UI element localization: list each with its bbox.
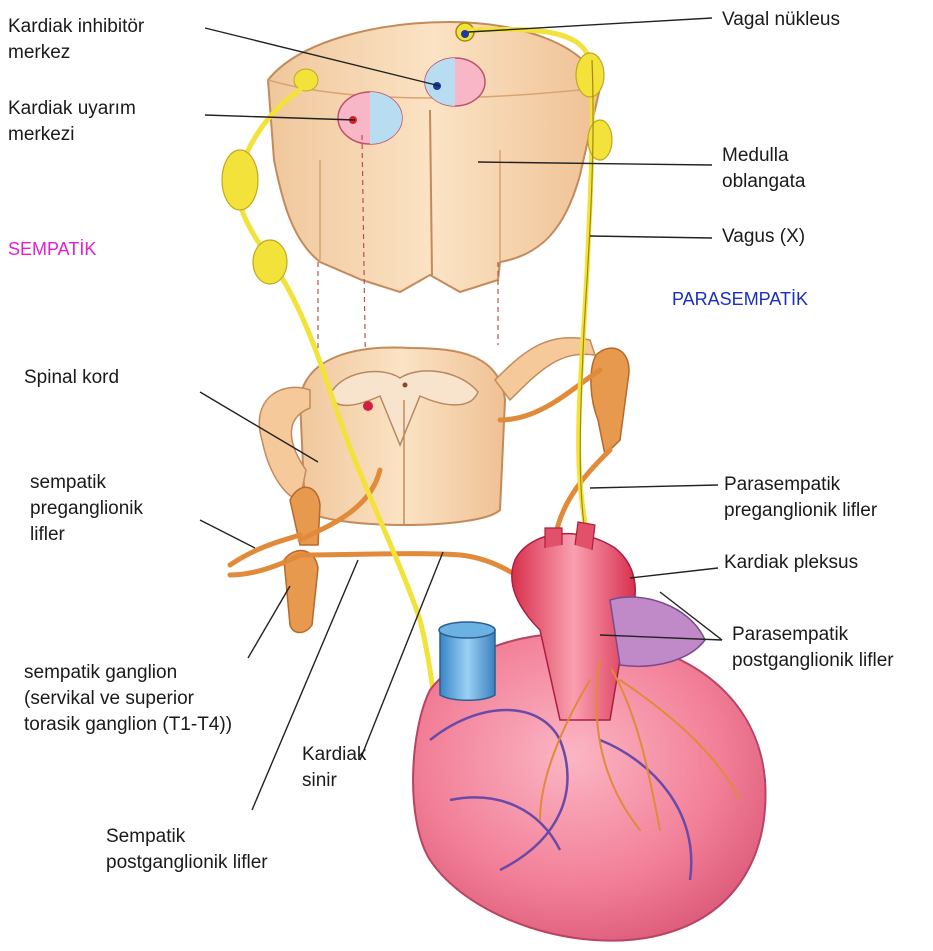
cardioinhibitory-center bbox=[425, 58, 485, 106]
pulmonary-trunk bbox=[610, 597, 705, 666]
heart bbox=[413, 522, 765, 941]
label-kardiak-pleksus: Kardiak pleksus bbox=[724, 550, 858, 576]
section-sempatik: SEMPATİK bbox=[8, 238, 96, 260]
yellow-dot bbox=[294, 69, 318, 91]
label-vagal-nukleus: Vagal nükleus bbox=[722, 7, 840, 33]
section-parasempatik: PARASEMPATİK bbox=[672, 288, 808, 310]
label-vagus: Vagus (X) bbox=[722, 224, 805, 250]
label-spinal-kord: Spinal kord bbox=[24, 365, 119, 391]
medulla-oblongata bbox=[268, 22, 600, 292]
cardioaccelerator-center bbox=[338, 92, 402, 144]
spinal-cord bbox=[300, 348, 505, 525]
superior-vena-cava bbox=[440, 630, 495, 700]
